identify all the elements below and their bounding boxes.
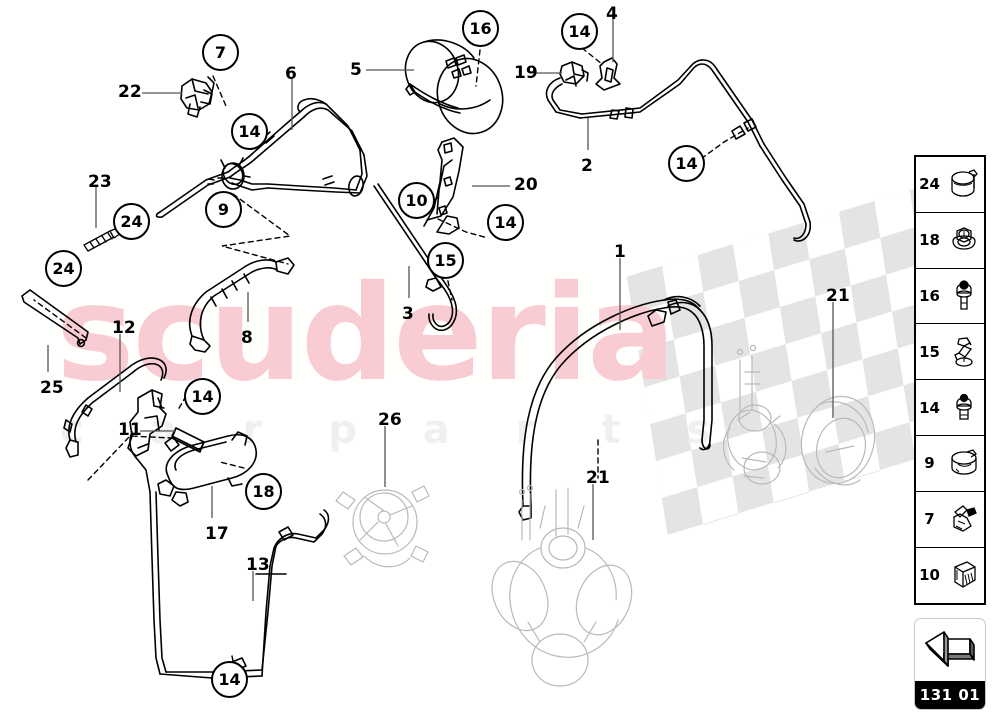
label-11: 11: [118, 420, 142, 440]
callout-14[interactable]: 14: [184, 378, 221, 415]
label-5: 5: [350, 60, 362, 80]
callout-10[interactable]: 10: [398, 182, 435, 219]
legend-number: 24: [919, 175, 940, 194]
legend-number: 16: [919, 286, 940, 305]
label-21: 21: [586, 468, 610, 488]
label-1: 1: [614, 242, 626, 262]
push-rivet-icon: [943, 380, 984, 435]
label-12: 12: [112, 318, 136, 338]
label-21: 21: [826, 286, 850, 306]
hardware-legend: 24 18: [914, 155, 986, 606]
spring-clamp-icon: [943, 436, 984, 491]
section-badge[interactable]: 131 01: [914, 618, 986, 710]
label-3: 3: [402, 304, 414, 324]
label-2: 2: [581, 156, 593, 176]
label-17: 17: [205, 524, 229, 544]
grommet-screw-icon: [943, 269, 984, 324]
left-arrow-3d-icon: [915, 619, 985, 681]
label-22: 22: [118, 82, 142, 102]
callout-24[interactable]: 24: [113, 203, 150, 240]
legend-row-9[interactable]: 9: [916, 436, 984, 492]
callout-16[interactable]: 16: [462, 10, 499, 47]
callout-14[interactable]: 14: [668, 145, 705, 182]
legend-row-24[interactable]: 24: [916, 157, 984, 213]
legend-number: 14: [919, 398, 940, 417]
callout-14[interactable]: 14: [561, 13, 598, 50]
label-4: 4: [606, 4, 618, 24]
angled-clip-icon: [943, 324, 984, 379]
legend-row-7[interactable]: 7: [916, 492, 984, 548]
callout-24[interactable]: 24: [45, 250, 82, 287]
label-25: 25: [40, 378, 64, 398]
label-23: 23: [88, 172, 112, 192]
hose-clamp-icon: [943, 157, 984, 212]
label-6: 6: [285, 64, 297, 84]
callout-14[interactable]: 14: [231, 113, 268, 150]
section-code: 131 01: [915, 681, 985, 709]
legend-row-18[interactable]: 18: [916, 213, 984, 269]
label-26: 26: [378, 410, 402, 430]
legend-row-16[interactable]: 16: [916, 269, 984, 325]
label-13: 13: [246, 555, 270, 575]
legend-number: 9: [924, 454, 935, 473]
callout-7[interactable]: 7: [202, 34, 239, 71]
callout-15[interactable]: 15: [427, 242, 464, 279]
legend-row-10[interactable]: 10: [916, 548, 984, 604]
connector-clip-icon: [943, 548, 984, 604]
label-19: 19: [514, 63, 538, 83]
legend-row-15[interactable]: 15: [916, 324, 984, 381]
label-8: 8: [241, 328, 253, 348]
legend-number: 7: [924, 510, 935, 529]
wire-clip-icon: [943, 492, 984, 547]
legend-row-14[interactable]: 14: [916, 380, 984, 436]
flange-nut-icon: [943, 213, 984, 268]
callout-14[interactable]: 14: [487, 204, 524, 241]
callout-9[interactable]: 9: [205, 191, 242, 228]
legend-number: 10: [919, 566, 940, 585]
callout-18[interactable]: 18: [245, 473, 282, 510]
callout-14[interactable]: 14: [211, 661, 248, 698]
legend-number: 18: [919, 231, 940, 250]
legend-number: 15: [919, 342, 940, 361]
label-20: 20: [514, 175, 538, 195]
